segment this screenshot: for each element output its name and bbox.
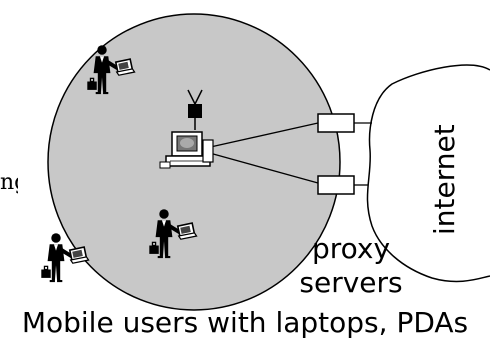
proxy-server-2 bbox=[317, 175, 355, 195]
internet-cloud-outline bbox=[366, 64, 490, 283]
antenna-icon bbox=[187, 89, 203, 130]
proxy-server-1 bbox=[317, 113, 355, 133]
partial-left-text: ng bbox=[0, 170, 18, 195]
link-to-proxy-2 bbox=[205, 151, 319, 184]
link-to-proxy-1 bbox=[205, 122, 319, 149]
diagram-caption: Mobile users with laptops, PDAs bbox=[21, 306, 469, 339]
internet-label: internet bbox=[428, 124, 461, 235]
base-station-computer-icon bbox=[159, 131, 214, 169]
proxy-servers-label-text: proxy servers bbox=[299, 232, 403, 299]
proxy-servers-label: proxy servers bbox=[296, 232, 406, 300]
